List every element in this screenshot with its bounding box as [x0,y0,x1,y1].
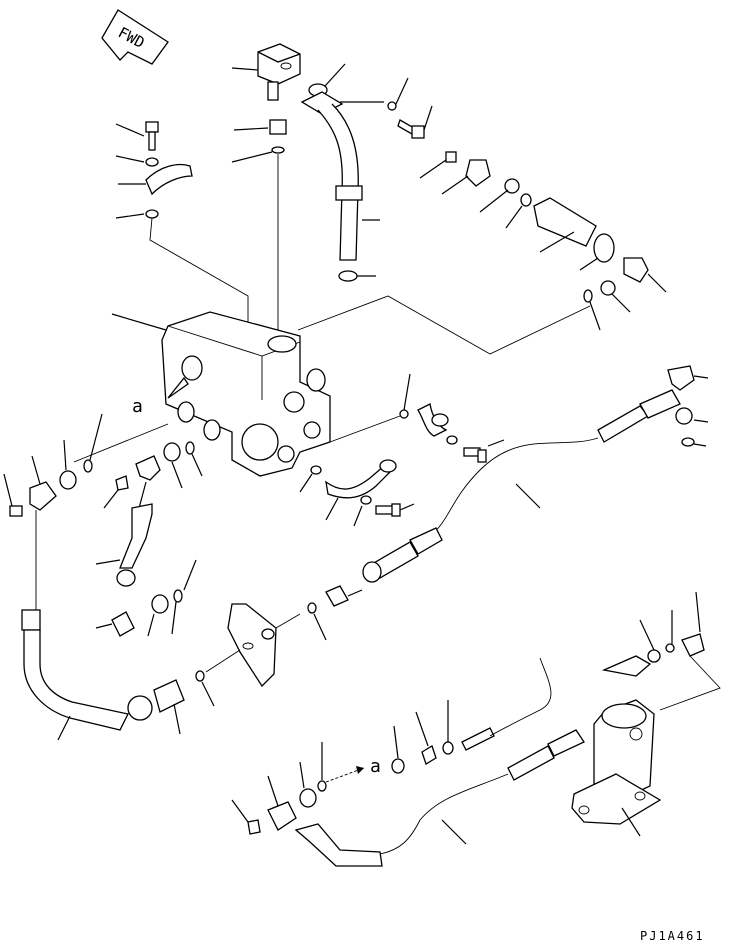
upper-left-parts [115,119,287,219]
top-fitting-block [231,43,346,101]
fwd-direction-sign: FWD [101,9,169,65]
bracket-plate [195,603,301,707]
left-long-pipe [21,510,185,741]
reference-mark-a-valve: a [132,396,143,417]
left-side-fittings [3,413,203,637]
drawing-code: PJ1A461 [640,929,705,943]
upper-pipe [300,91,384,282]
middle-hose-fittings [307,527,443,641]
reference-mark-a-lower: a [370,756,381,777]
valve-right-fittings [299,373,505,527]
right-hose-assembly [429,365,709,537]
valve-left-guide-line [73,423,169,463]
lower-hose-assembly [294,591,721,867]
assembly-guide-lines [149,154,591,355]
upper-right-parts [387,77,667,331]
control-valve-body: a [111,311,331,477]
lower-fittings: a [231,700,495,835]
